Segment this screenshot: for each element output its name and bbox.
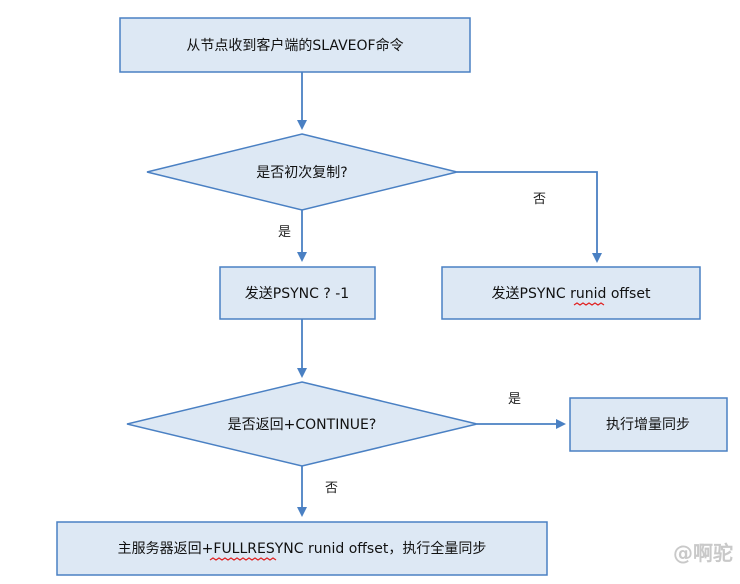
node-full-resync: 主服务器返回+FULLRESYNC runid offset，执行全量同步 (56, 521, 548, 576)
node-full-resync-label: 主服务器返回+FULLRESYNC runid offset，执行全量同步 (118, 540, 487, 557)
node-incremental-sync: 执行增量同步 (569, 397, 728, 452)
node-start: 从节点收到客户端的SLAVEOF命令 (119, 17, 471, 73)
node-first-sync-question: 是否初次复制? (146, 133, 458, 211)
edge-first-sync-no (457, 171, 602, 263)
node-start-label: 从节点收到客户端的SLAVEOF命令 (186, 37, 403, 54)
spellcheck-underline (573, 302, 605, 306)
node-psync-first-label: 发送PSYNC ? -1 (245, 286, 349, 302)
node-psync-resume-label: 发送PSYNC runid offset (492, 286, 651, 302)
node-first-sync-label: 是否初次复制? (256, 164, 347, 181)
spellcheck-underline (209, 557, 277, 561)
node-continue-label: 是否返回+CONTINUE? (228, 417, 377, 433)
edge-label-continue-no: 否 (325, 481, 338, 496)
node-continue-question: 是否返回+CONTINUE? (126, 381, 478, 467)
node-incremental-label: 执行增量同步 (606, 417, 690, 433)
edge-label-first-no: 否 (533, 192, 546, 207)
watermark-text: @啊驼 (673, 541, 733, 565)
edge-label-continue-yes: 是 (508, 392, 521, 407)
node-psync-first: 发送PSYNC ? -1 (219, 266, 376, 320)
edge-label-first-yes: 是 (278, 225, 291, 240)
node-psync-resume: 发送PSYNC runid offset (441, 266, 701, 320)
